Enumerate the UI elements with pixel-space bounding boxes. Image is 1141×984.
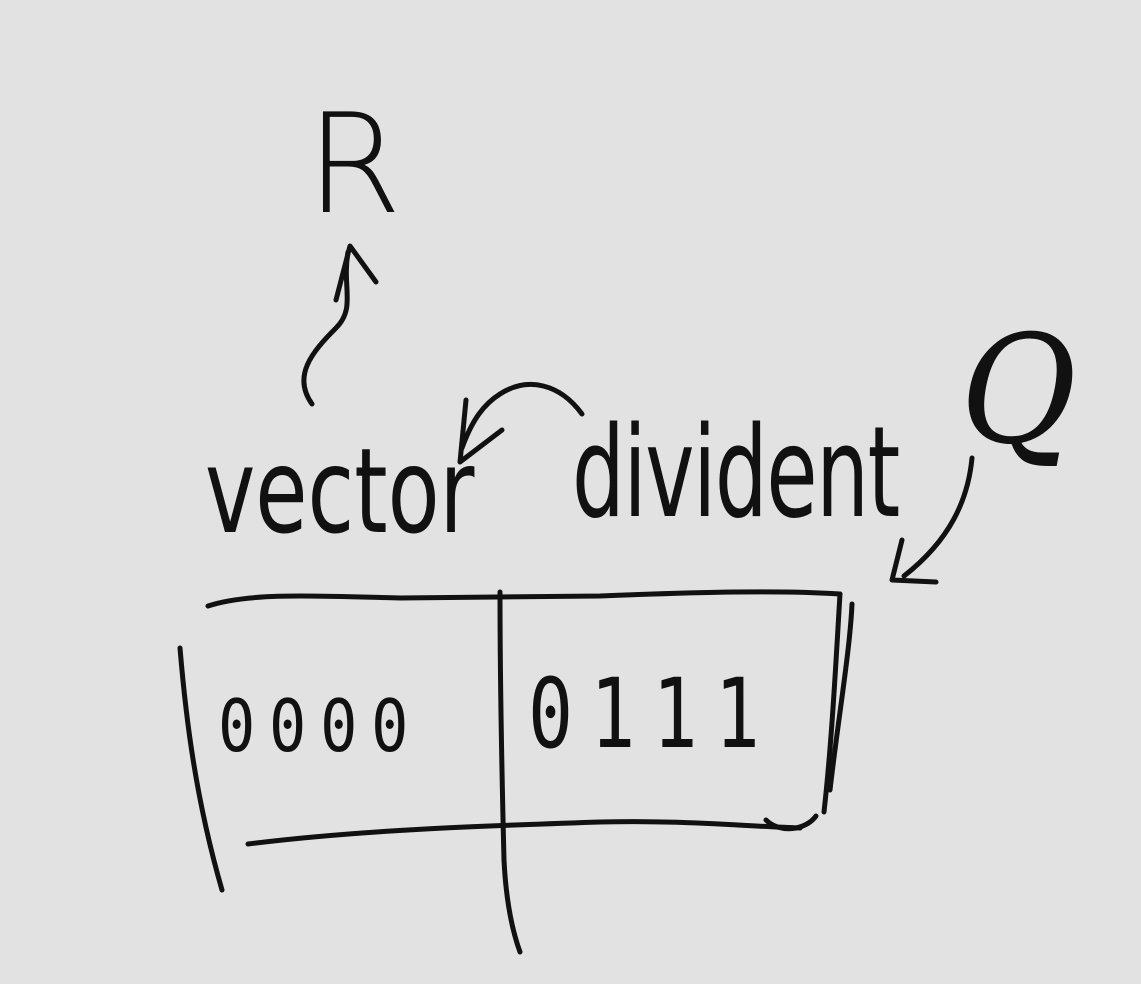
label-r: R: [306, 84, 402, 245]
register-left-edge: [177, 645, 225, 893]
register-divider: [497, 589, 523, 955]
register-bottom-edge: [245, 819, 803, 847]
arrowhead-to-vector: [457, 397, 505, 465]
label-divident: divident: [572, 399, 900, 546]
arrow-vector-to-r: [301, 249, 351, 407]
register-cell-vector: 0000: [218, 684, 423, 768]
register-right-edge: [821, 591, 843, 815]
register-outer-right-tick: [827, 601, 855, 793]
label-q: Q: [960, 304, 1077, 478]
register-bottom-right-hook: [763, 813, 819, 832]
arrow-q-to-register: [901, 455, 975, 579]
arrow-divident-to-vector: [459, 381, 585, 451]
register-cell-divident: 0111: [528, 658, 777, 770]
register-top-edge: [205, 589, 843, 609]
arrowhead-to-register: [889, 537, 939, 585]
label-vector: vector: [205, 422, 475, 560]
arrowhead-to-r: [333, 243, 379, 303]
